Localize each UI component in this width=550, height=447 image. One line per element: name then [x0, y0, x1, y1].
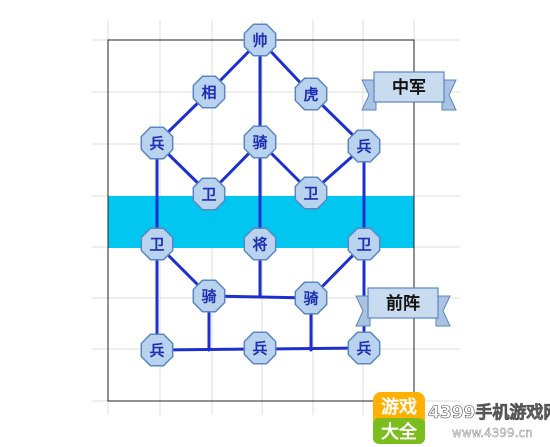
watermark-site-name: 4399手机游戏网	[428, 402, 550, 423]
piece-label: 兵	[252, 340, 267, 358]
piece-label: 兵	[356, 340, 371, 358]
piece-octagon	[192, 279, 226, 313]
piece-label: 卫	[356, 236, 371, 254]
piece-octagon	[192, 177, 226, 211]
piece-wei-l2: 卫	[140, 227, 174, 261]
banner-vanguard: 前阵	[355, 287, 451, 327]
piece-wei-r1: 卫	[294, 176, 328, 210]
piece-label: 骑	[201, 288, 216, 306]
piece-label: 兵	[356, 138, 371, 156]
piece-label: 卫	[201, 186, 216, 204]
piece-bing-r1: 兵	[347, 129, 381, 163]
piece-shuai: 帅	[243, 23, 277, 57]
banner-central-army: 中军	[361, 71, 457, 111]
piece-octagon	[294, 77, 328, 111]
piece-label: 将	[252, 236, 267, 254]
piece-octagon	[347, 331, 381, 365]
piece-qi-r: 骑	[294, 281, 328, 315]
piece-octagon	[243, 227, 277, 261]
piece-label: 兵	[149, 342, 164, 360]
piece-jiang: 将	[243, 227, 277, 261]
piece-bing-mid: 兵	[243, 331, 277, 365]
piece-wei-l1: 卫	[192, 177, 226, 211]
piece-octagon	[294, 281, 328, 315]
piece-octagon	[347, 227, 381, 261]
piece-octagon	[192, 75, 226, 109]
piece-octagon	[243, 23, 277, 57]
banner-ribbon	[367, 287, 439, 319]
piece-label: 相	[201, 84, 216, 102]
banner-label: 前阵	[386, 293, 420, 314]
banner-ribbon	[373, 71, 445, 103]
piece-label: 骑	[303, 290, 318, 308]
piece-wei-r2: 卫	[347, 227, 381, 261]
piece-label: 骑	[252, 134, 267, 152]
piece-octagon	[294, 176, 328, 210]
piece-hu: 虎	[294, 77, 328, 111]
piece-bing-l2: 兵	[140, 333, 174, 367]
watermark-badge-top: 游戏	[381, 396, 417, 418]
piece-label: 虎	[303, 86, 318, 104]
piece-xiang: 相	[192, 75, 226, 109]
watermark-url: www.4399.cn	[452, 426, 533, 440]
piece-bing-r2: 兵	[347, 331, 381, 365]
banner-label: 中军	[392, 77, 426, 98]
piece-qi-l: 骑	[192, 279, 226, 313]
piece-bing-l1: 兵	[140, 126, 174, 160]
watermark-badge-bottom: 大全	[381, 421, 418, 443]
piece-label: 帅	[252, 32, 267, 50]
formation-links	[155, 38, 366, 352]
piece-octagon	[243, 331, 277, 365]
piece-octagon	[140, 227, 174, 261]
piece-octagon	[140, 126, 174, 160]
piece-label: 兵	[149, 135, 164, 153]
piece-octagon	[347, 129, 381, 163]
piece-label: 卫	[149, 236, 164, 254]
formation-pieces: 帅相虎兵骑兵卫卫卫将卫骑骑兵兵兵	[140, 23, 381, 367]
piece-label: 卫	[303, 185, 318, 203]
piece-octagon	[140, 333, 174, 367]
piece-qi-mid: 骑	[243, 125, 277, 159]
piece-octagon	[243, 125, 277, 159]
